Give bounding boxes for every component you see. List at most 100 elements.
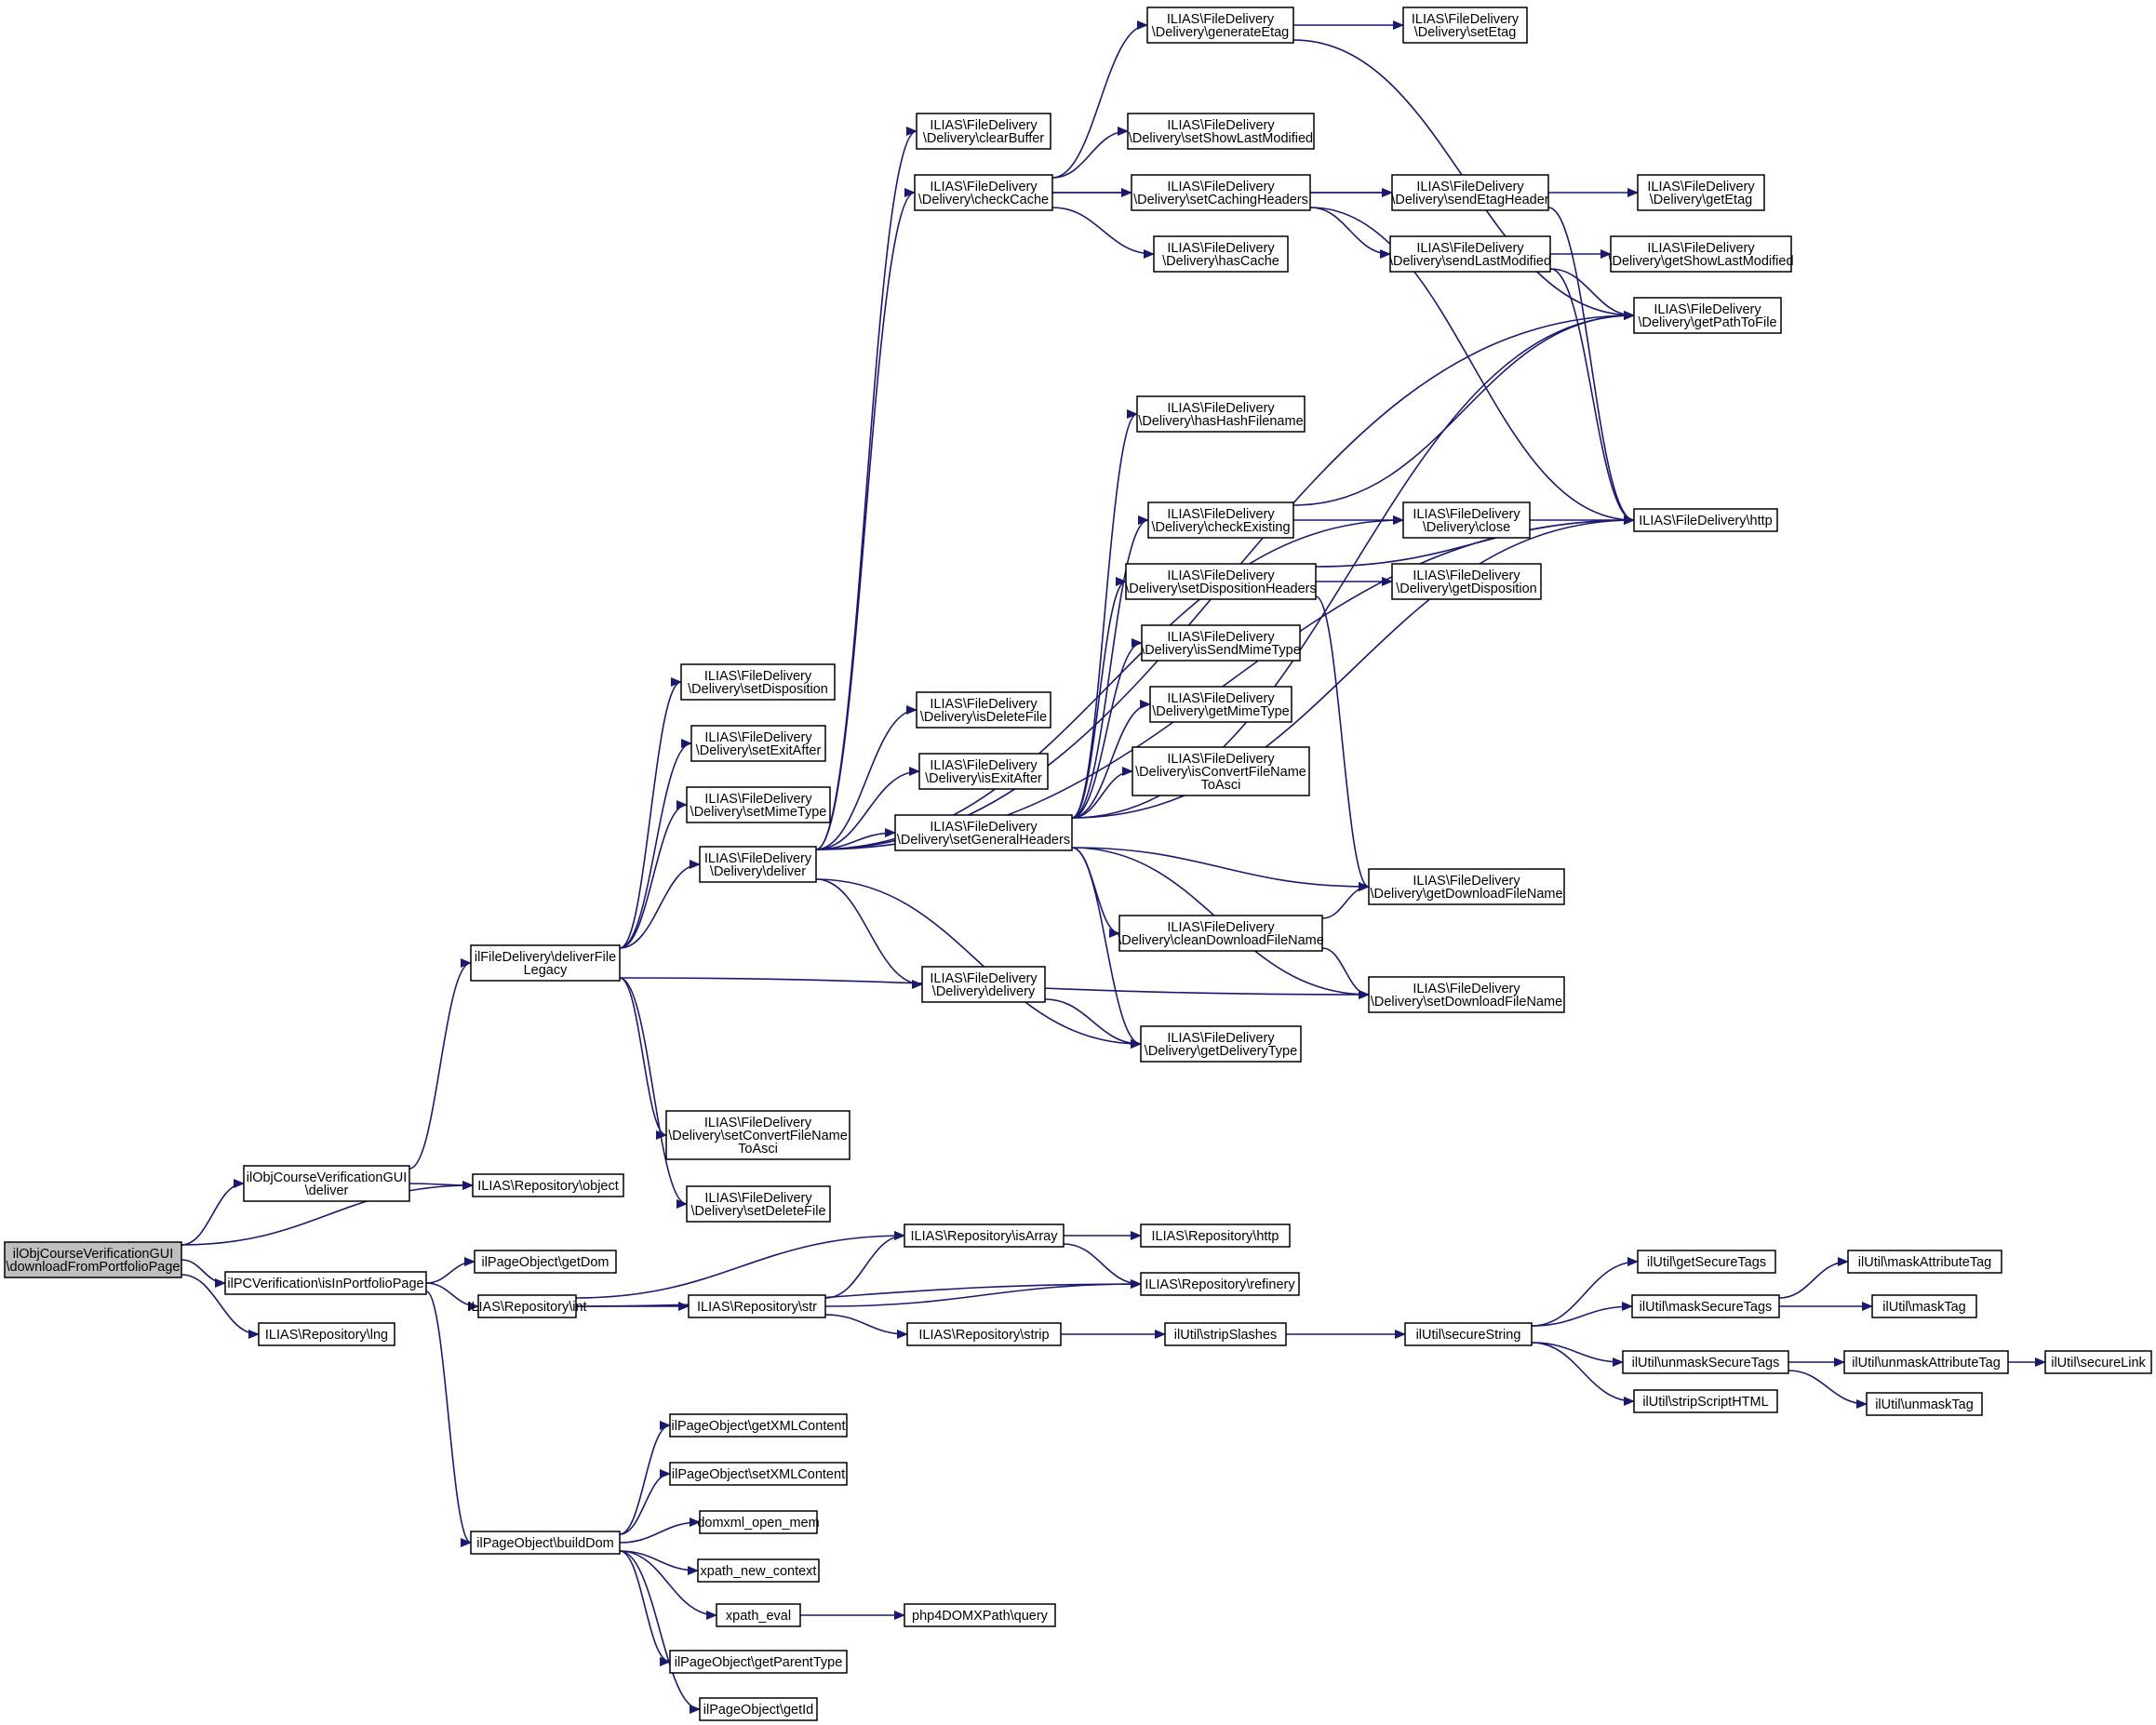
node-d-issendmimetype[interactable]: ILIAS\FileDelivery\Delivery\isSendMimeTy…	[1141, 624, 1301, 662]
node-po-builddom[interactable]: ilPageObject\buildDom	[470, 1531, 621, 1555]
node-d-hascache[interactable]: ILIAS\FileDelivery\Delivery\hasCache	[1153, 235, 1289, 273]
node-d-close[interactable]: ILIAS\FileDelivery\Delivery\close	[1402, 501, 1531, 539]
node-php4domxpath-query[interactable]: php4DOMXPath\query	[904, 1603, 1056, 1627]
node-d-sendetagheader[interactable]: ILIAS\FileDelivery\Delivery\sendEtagHead…	[1391, 174, 1549, 211]
node-box	[699, 1510, 818, 1534]
edge-d-setcachingheaders-to-d-sendlastmodified	[1309, 207, 1391, 259]
edge-po-builddom-to-po-setxmlcontent	[619, 1469, 671, 1535]
edge-repo-str-to-repo-refinery	[824, 1279, 1142, 1307]
node-d-setdeletefile[interactable]: ILIAS\FileDelivery\Delivery\setDeleteFil…	[686, 1185, 831, 1223]
node-po-getid[interactable]: ilPageObject\getId	[699, 1697, 818, 1721]
node-label: \Delivery\setCachingHeaders	[1133, 193, 1308, 207]
node-d-getmimetype[interactable]: ILIAS\FileDelivery\Delivery\getMimeType	[1149, 686, 1292, 723]
node-domxml-open-mem[interactable]: domxml_open_mem	[697, 1510, 820, 1534]
node-box	[1847, 1250, 2002, 1274]
node-label: ILIAS\Repository\object	[477, 1179, 619, 1194]
node-label: ILIAS\FileDelivery	[1647, 180, 1755, 194]
node-box	[916, 691, 1051, 729]
node-box	[2044, 1350, 2152, 1374]
node-d-delivery[interactable]: ILIAS\FileDelivery\Delivery\delivery	[921, 966, 1046, 1003]
node-d-checkexisting[interactable]: ILIAS\FileDelivery\Delivery\checkExistin…	[1147, 501, 1294, 539]
node-d-deliver[interactable]: ILIAS\FileDelivery\Delivery\deliver	[699, 846, 817, 883]
node-label: \Delivery\getDeliveryType	[1145, 1044, 1297, 1059]
node-d-hashashfilename[interactable]: ILIAS\FileDelivery\Delivery\hasHashFilen…	[1136, 395, 1306, 433]
node-repo-isarray[interactable]: ILIAS\Repository\isArray	[904, 1224, 1065, 1248]
node-d-cleandownloadfilename[interactable]: ILIAS\FileDelivery\Delivery\cleanDownloa…	[1118, 915, 1324, 952]
edge-d-setgeneralheaders-to-d-setdispositionheaders	[1071, 577, 1127, 819]
node-d-getpathtofile[interactable]: ILIAS\FileDelivery\Delivery\getPathToFil…	[1633, 297, 1782, 334]
node-d-setdisposition[interactable]: ILIAS\FileDelivery\Delivery\setDispositi…	[680, 663, 836, 701]
node-label: ILIAS\FileDelivery	[704, 851, 812, 866]
node-d-getetag[interactable]: ILIAS\FileDelivery\Delivery\getEtag	[1637, 174, 1765, 211]
node-d-setmimetype[interactable]: ILIAS\FileDelivery\Delivery\setMimeType	[686, 786, 831, 823]
node-repo-int[interactable]: ILIAS\Repository\int	[467, 1294, 587, 1318]
node-util-unmasksecuretags[interactable]: ilUtil\unmaskSecureTags	[1622, 1350, 1789, 1374]
node-po-getdom[interactable]: ilPageObject\getDom	[474, 1250, 617, 1274]
node-repo-lng[interactable]: ILIAS\Repository\lng	[258, 1322, 395, 1346]
node-d-setdispositionheaders[interactable]: ILIAS\FileDelivery\Delivery\setDispositi…	[1125, 563, 1317, 600]
node-d-setconvertfilename[interactable]: ILIAS\FileDelivery\Delivery\setConvertFi…	[665, 1110, 850, 1160]
node-util-getsecuretags[interactable]: ilUtil\getSecureTags	[1637, 1250, 1776, 1274]
node-d-setexitafter[interactable]: ILIAS\FileDelivery\Delivery\setExitAfter	[690, 725, 826, 762]
node-d-isdeletefile[interactable]: ILIAS\FileDelivery\Delivery\isDeleteFile	[916, 691, 1051, 729]
node-util-unmaskattributetag[interactable]: ilUtil\unmaskAttributeTag	[1843, 1350, 2009, 1374]
node-util-stripslashes[interactable]: ilUtil\stripSlashes	[1164, 1322, 1287, 1346]
node-util-stripscripthtml[interactable]: ilUtil\stripScriptHTML	[1633, 1389, 1778, 1413]
node-fd-http[interactable]: ILIAS\FileDelivery\http	[1633, 508, 1778, 532]
node-d-checkcache[interactable]: ILIAS\FileDelivery\Delivery\checkCache	[914, 174, 1053, 211]
node-d-generateetag[interactable]: ILIAS\FileDelivery\Delivery\generateEtag	[1146, 7, 1294, 44]
node-repo-strip[interactable]: ILIAS\Repository\strip	[906, 1322, 1062, 1346]
node-po-setxmlcontent[interactable]: ilPageObject\setXMLContent	[669, 1462, 848, 1486]
node-box	[1125, 563, 1317, 600]
node-box	[1622, 1350, 1789, 1374]
node-repo-str[interactable]: ILIAS\Repository\str	[688, 1294, 826, 1318]
node-util-securestring[interactable]: ilUtil\secureString	[1404, 1322, 1533, 1346]
node-repo-http[interactable]: ILIAS\Repository\http	[1140, 1224, 1291, 1248]
node-xpath-new-context[interactable]: xpath_new_context	[697, 1558, 820, 1583]
node-d-getdisposition[interactable]: ILIAS\FileDelivery\Delivery\getDispositi…	[1391, 563, 1542, 600]
node-repo-refinery[interactable]: ILIAS\Repository\refinery	[1140, 1272, 1300, 1296]
node-util-securelink[interactable]: ilUtil\secureLink	[2044, 1350, 2152, 1374]
node-d-sendlastmodified[interactable]: ILIAS\FileDelivery\Delivery\sendLastModi…	[1389, 235, 1551, 273]
node-label: \Delivery\hasCache	[1162, 254, 1279, 269]
node-d-setdownloadfilename[interactable]: ILIAS\FileDelivery\Delivery\setDownloadF…	[1368, 976, 1565, 1013]
node-d-setgeneralheaders[interactable]: ILIAS\FileDelivery\Delivery\setGeneralHe…	[894, 814, 1073, 851]
node-d-setshowlastmodified[interactable]: ILIAS\FileDelivery\Delivery\setShowLastM…	[1127, 113, 1315, 150]
node-label: ILIAS\FileDelivery	[1167, 118, 1275, 133]
node-d-clearbuffer[interactable]: ILIAS\FileDelivery\Delivery\clearBuffer	[916, 113, 1051, 150]
edge-po-builddom-to-po-getparenttype	[619, 1550, 671, 1666]
node-d-setetag[interactable]: ILIAS\FileDelivery\Delivery\setEtag	[1402, 7, 1528, 44]
node-d-setcachingheaders[interactable]: ILIAS\FileDelivery\Delivery\setCachingHe…	[1131, 174, 1311, 211]
node-root[interactable]: ilObjCourseVerificationGUI\downloadFromP…	[4, 1241, 182, 1278]
node-pcv-isinportfolio[interactable]: ilPCVerification\isInPortfolioPage	[224, 1271, 427, 1295]
node-label: ilPageObject\getDom	[481, 1255, 609, 1270]
node-box	[686, 786, 831, 823]
node-d-getshowlastmodified[interactable]: ILIAS\FileDelivery\Delivery\getShowLastM…	[1608, 235, 1794, 273]
node-util-masksecuretags[interactable]: ilUtil\maskSecureTags	[1631, 1294, 1780, 1318]
edge-d-setgeneralheaders-to-d-getdeliverytype	[1071, 847, 1142, 1049]
node-util-unmasktag[interactable]: ilUtil\unmaskTag	[1866, 1392, 1983, 1416]
node-util-masktag[interactable]: ilUtil\maskTag	[1871, 1294, 1977, 1318]
node-label: \Delivery\generateEtag	[1152, 25, 1290, 40]
node-xpath-eval[interactable]: xpath_eval	[716, 1603, 801, 1627]
node-ocv-deliver[interactable]: ilObjCourseVerificationGUI\deliver	[243, 1165, 410, 1202]
node-d-isexitafter[interactable]: ILIAS\FileDelivery\Delivery\isExitAfter	[918, 753, 1049, 790]
node-util-maskattributetag[interactable]: ilUtil\maskAttributeTag	[1847, 1250, 2002, 1274]
edge-d-cleandownloadfilename-to-d-setdownloadfilename	[1321, 947, 1370, 999]
edge-d-setgeneralheaders-to-d-issendmimetype	[1071, 638, 1143, 819]
node-label: ilPageObject\getId	[703, 1703, 814, 1718]
node-label: ILIAS\FileDelivery	[930, 180, 1038, 194]
node-label: \Delivery\setExitAfter	[696, 743, 822, 758]
node-d-getdownloadfilename[interactable]: ILIAS\FileDelivery\Delivery\getDownloadF…	[1368, 868, 1565, 905]
node-label: ILIAS\Repository\str	[697, 1300, 817, 1315]
node-po-getxmlcontent[interactable]: ilPageObject\getXMLContent	[669, 1413, 848, 1438]
node-box	[243, 1165, 410, 1202]
node-po-getparenttype[interactable]: ilPageObject\getParentType	[669, 1650, 848, 1674]
node-label: ILIAS\FileDelivery	[1167, 507, 1275, 522]
node-d-isconvertfilename[interactable]: ILIAS\FileDelivery\Delivery\isConvertFil…	[1132, 746, 1310, 796]
node-label: \Delivery\isConvertFileName	[1135, 765, 1306, 780]
node-d-getdeliverytype[interactable]: ILIAS\FileDelivery\Delivery\getDeliveryT…	[1140, 1025, 1302, 1063]
node-repo-object[interactable]: ILIAS\Repository\object	[472, 1173, 624, 1197]
edge-pcv-isinportfolio-to-repo-int	[425, 1282, 479, 1311]
